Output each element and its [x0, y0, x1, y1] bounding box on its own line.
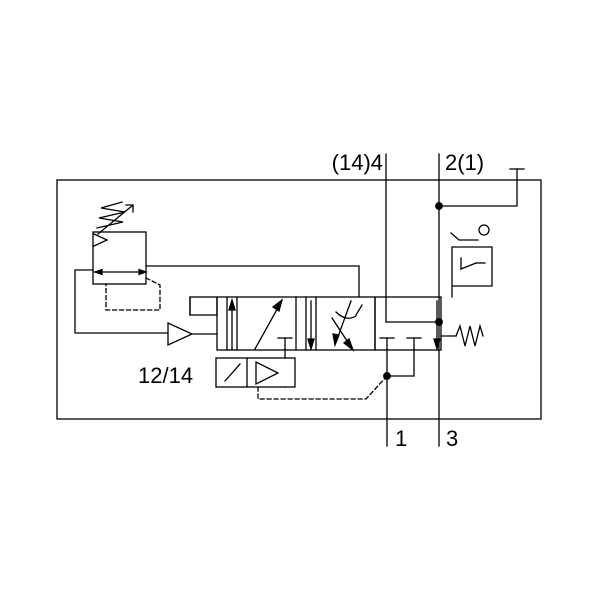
pressure-switch [450, 224, 493, 298]
regulator-supply-line [145, 265, 360, 298]
valve-position-3 [379, 300, 441, 352]
manual-override [189, 296, 218, 316]
port-1-label: 1 [395, 426, 407, 451]
valve-body [216, 296, 442, 351]
solenoid-operator [215, 348, 296, 388]
amplifier-triangle [167, 321, 194, 347]
valve-position-2 [307, 300, 363, 352]
pilot-feed-dashed [257, 375, 388, 400]
port-2-branch [438, 168, 518, 207]
pressure-regulator [92, 201, 161, 311]
return-spring [440, 323, 484, 347]
port-2-label: 2(1) [445, 150, 484, 175]
valve-position-1 [228, 297, 293, 350]
port-4-label: (14)4 [332, 150, 383, 175]
port-3-label: 3 [446, 426, 458, 451]
housing-frame [56, 179, 542, 420]
pilot-line-loop [74, 269, 169, 334]
solenoid-label: 12/14 [138, 363, 193, 388]
